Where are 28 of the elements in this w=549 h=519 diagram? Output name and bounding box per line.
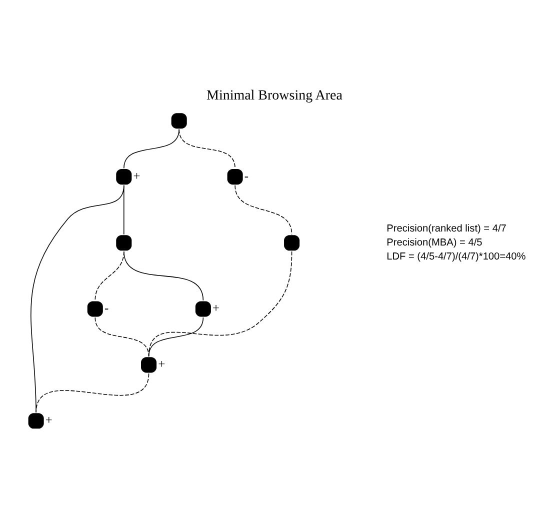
label: Precision(MBA) = 4/5 bbox=[386, 237, 482, 248]
node-label: + bbox=[45, 412, 52, 426]
node-circle bbox=[87, 300, 103, 316]
node-label: + bbox=[133, 168, 140, 182]
node-label: - bbox=[104, 300, 109, 314]
connector bbox=[178, 128, 236, 168]
node-circle bbox=[227, 168, 243, 184]
connector bbox=[234, 184, 292, 234]
node-circle bbox=[284, 234, 300, 250]
connector bbox=[148, 250, 292, 356]
node-circle bbox=[171, 112, 187, 128]
node-label: - bbox=[244, 168, 249, 182]
diagram-title: Minimal Browsing Area bbox=[206, 88, 342, 103]
connector bbox=[94, 316, 150, 356]
node-circle bbox=[116, 234, 132, 250]
node-circle bbox=[141, 356, 157, 372]
label: Precision(ranked list) = 4/7 bbox=[386, 223, 506, 234]
connector bbox=[148, 316, 204, 356]
node-label: + bbox=[158, 356, 166, 370]
connector bbox=[30, 184, 124, 412]
node-circle bbox=[116, 168, 132, 184]
node-circle bbox=[195, 300, 211, 316]
node-label: + bbox=[212, 300, 220, 314]
node-circle bbox=[28, 412, 44, 428]
connector bbox=[124, 250, 204, 300]
connector bbox=[36, 372, 150, 412]
connector bbox=[124, 128, 180, 168]
label: LDF = (4/5-4/7)/(4/7)*100=40% bbox=[386, 251, 526, 262]
